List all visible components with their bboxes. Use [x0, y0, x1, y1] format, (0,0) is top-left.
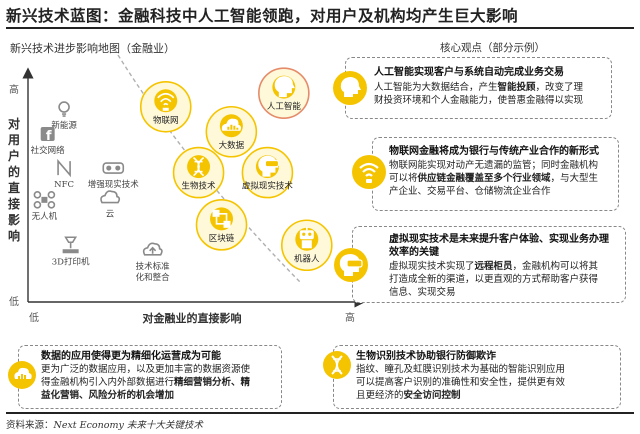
card-data-line-3: 益化营销、风险分析的机会增加	[41, 390, 175, 401]
chart-point-14: 机器人	[280, 219, 333, 272]
card-iot-line-2: 可以将供应链金融覆盖至多个行业领域，与大型生	[389, 173, 599, 184]
point-label: 3D打印机	[52, 256, 90, 267]
wifi-bulb-icon	[352, 155, 386, 189]
svg-text:f: f	[46, 129, 52, 144]
card-vr-body: 虚拟现实技术实现了远程柜员，金融机构可以将其 打造成全新的渠道，以更直观的方式帮…	[389, 260, 623, 299]
source-text: Next Economy 未来十大关键技术	[53, 420, 203, 431]
chart-point-9: 人工智能	[258, 67, 310, 119]
card-ai-line-2: 财投资环境和个人金融能力，使普惠金融得以实现	[374, 95, 584, 106]
x-tick-low: 低	[29, 311, 39, 324]
chart-point-8: 物联网	[139, 80, 192, 133]
y-axis-label-char: 接	[8, 196, 20, 211]
chart-point-3: 增强现实技术	[88, 162, 140, 190]
card-vr-line-3: 信息、实现交易	[389, 287, 456, 298]
chart-point-13: 区块链	[195, 199, 248, 251]
chart-point-0: 新能源	[51, 101, 77, 131]
point-label: 生物技术	[182, 181, 217, 192]
chart-point-2: NFC	[54, 158, 74, 190]
y-axis-label-char: 户	[8, 148, 20, 163]
card-vr-line-2: 打造成全新的渠道，以更直观的方式帮助客户获得	[389, 274, 599, 285]
y-axis-label-char: 影	[8, 212, 20, 227]
footer-rule	[6, 412, 634, 414]
card-iot-title: 物联网金融将成为银行与传统产业合作的新形式	[389, 146, 599, 157]
x-axis-label: 对金融业的直接影响	[143, 311, 242, 325]
card-data-line-1: 更为广泛的数据应用，以及更加丰富的数据资源使	[41, 364, 251, 375]
chart-title: 新兴技术进步影响地图（金融业）	[10, 42, 175, 55]
point-label: 机器人	[294, 253, 320, 264]
point-label: 云	[106, 210, 115, 220]
point-label: 大数据	[219, 140, 245, 151]
title-rule	[6, 27, 634, 29]
card-data-body: 更为广泛的数据应用，以及更加丰富的数据资源使 得金融机构引入内外部数据进行精细营…	[41, 363, 279, 402]
chart-point-12: 虚拟现实技术	[241, 146, 294, 199]
card-iot-line-1: 物联网能实现对动产无遗漏的监管；同时金融机构	[389, 160, 599, 171]
point-label: 增强现实技术	[88, 179, 140, 190]
chart-point-11: 生物技术	[172, 146, 225, 199]
card-ai-title: 人工智能实现客户与系统自动完成业务交易	[374, 67, 564, 78]
card-data-line-2: 得金融机构引入内外部数据进行精细营销分析、精	[41, 377, 251, 388]
card-vr-title-line-1: 虚拟现实技术是未来提升客户体验、实现业务办理	[389, 234, 609, 245]
card-iot-body: 物联网能实现对动产无遗漏的监管；同时金融机构 可以将供应链金融覆盖至多个行业领域…	[389, 159, 617, 198]
point-label: 人工智能	[267, 101, 302, 112]
y-tick-low: 低	[9, 295, 19, 308]
card-ai: 人工智能实现客户与系统自动完成业务交易 人工智能为大数据结合，产生智能投顾，改变…	[333, 57, 612, 119]
point-label: 新能源	[51, 120, 77, 131]
card-bio-body: 指纹、瞳孔及虹膜识别技术为基础的智能识别应用 可以提高客户识别的准确性和安全性，…	[356, 363, 618, 402]
y-axis-label-char: 对	[8, 116, 20, 131]
point-label: 技术标准	[136, 261, 171, 272]
card-data: 数据的应用使得更为精细化运营成为可能 更为广泛的数据应用，以及更加丰富的数据资源…	[8, 345, 282, 409]
card-bio: 生物识别技术协助银行防御欺诈 指纹、瞳孔及虹膜识别技术为基础的智能识别应用 可以…	[323, 345, 621, 409]
card-bio-line-2: 可以提高客户识别的准确性和安全性，提供更有效	[356, 377, 566, 388]
card-vr-title: 虚拟现实技术是未来提升客户体验、实现业务办理 效率的关键	[389, 233, 609, 259]
card-ai-line-1: 人工智能为大数据结合，产生智能投顾，改变了理	[374, 82, 584, 93]
y-axis-label-char: 的	[8, 164, 20, 179]
source-label: 资料来源：	[6, 420, 54, 431]
ai-head-icon	[333, 71, 367, 105]
card-bio-title: 生物识别技术协助银行防御欺诈	[356, 351, 496, 362]
chart-point-10: 大数据	[205, 105, 258, 158]
card-iot: 物联网金融将成为银行与传统产业合作的新形式 物联网能实现对动产无遗漏的监管；同时…	[352, 137, 619, 211]
point-label: 物联网	[153, 115, 179, 126]
y-axis-label-char: 直	[8, 180, 20, 195]
chart-point-4: 无人机	[32, 191, 58, 222]
card-vr-title-line-2: 效率的关键	[389, 247, 439, 258]
point-label: 区块链	[209, 233, 235, 244]
point-label: NFC	[54, 180, 74, 190]
card-bio-line-3: 且更经济的安全访问控制	[356, 390, 461, 401]
big-data-icon	[8, 361, 36, 389]
x-tick-high: 高	[345, 311, 355, 324]
y-tick-high: 高	[9, 83, 19, 96]
card-ai-body: 人工智能为大数据结合，产生智能投顾，改变了理 财投资环境和个人金融能力，使普惠金…	[374, 81, 608, 107]
source-line: 资料来源：Next Economy 未来十大关键技术	[6, 417, 203, 431]
dna-icon	[323, 351, 351, 379]
page-title: 新兴技术蓝图：金融科技中人工智能领跑，对用户及机构均产生巨大影响	[6, 6, 519, 25]
card-vr: 虚拟现实技术是未来提升客户体验、实现业务办理 效率的关键 虚拟现实技术实现了远程…	[334, 226, 626, 303]
point-label: 社交网络	[31, 145, 66, 156]
card-iot-line-3: 产企业、交易平台、仓储物流企业合作	[389, 186, 551, 197]
y-axis-label-char: 用	[7, 133, 20, 147]
point-label-line-2: 化和整合	[136, 272, 171, 283]
vr-head-icon	[334, 248, 368, 282]
panel-title: 核心观点（部分示例）	[440, 42, 545, 54]
chart-point-6: 3D打印机	[52, 236, 90, 267]
card-data-title: 数据的应用使得更为精细化运营成为可能	[41, 351, 221, 362]
y-axis-label-char: 响	[8, 228, 20, 243]
card-bio-line-1: 指纹、瞳孔及虹膜识别技术为基础的智能识别应用	[356, 364, 566, 375]
card-vr-line-1: 虚拟现实技术实现了远程柜员，金融机构可以将其	[389, 261, 599, 272]
chart-point-5: 云	[100, 190, 121, 220]
point-label: 虚拟现实技术	[242, 181, 294, 192]
point-label: 无人机	[32, 211, 58, 222]
